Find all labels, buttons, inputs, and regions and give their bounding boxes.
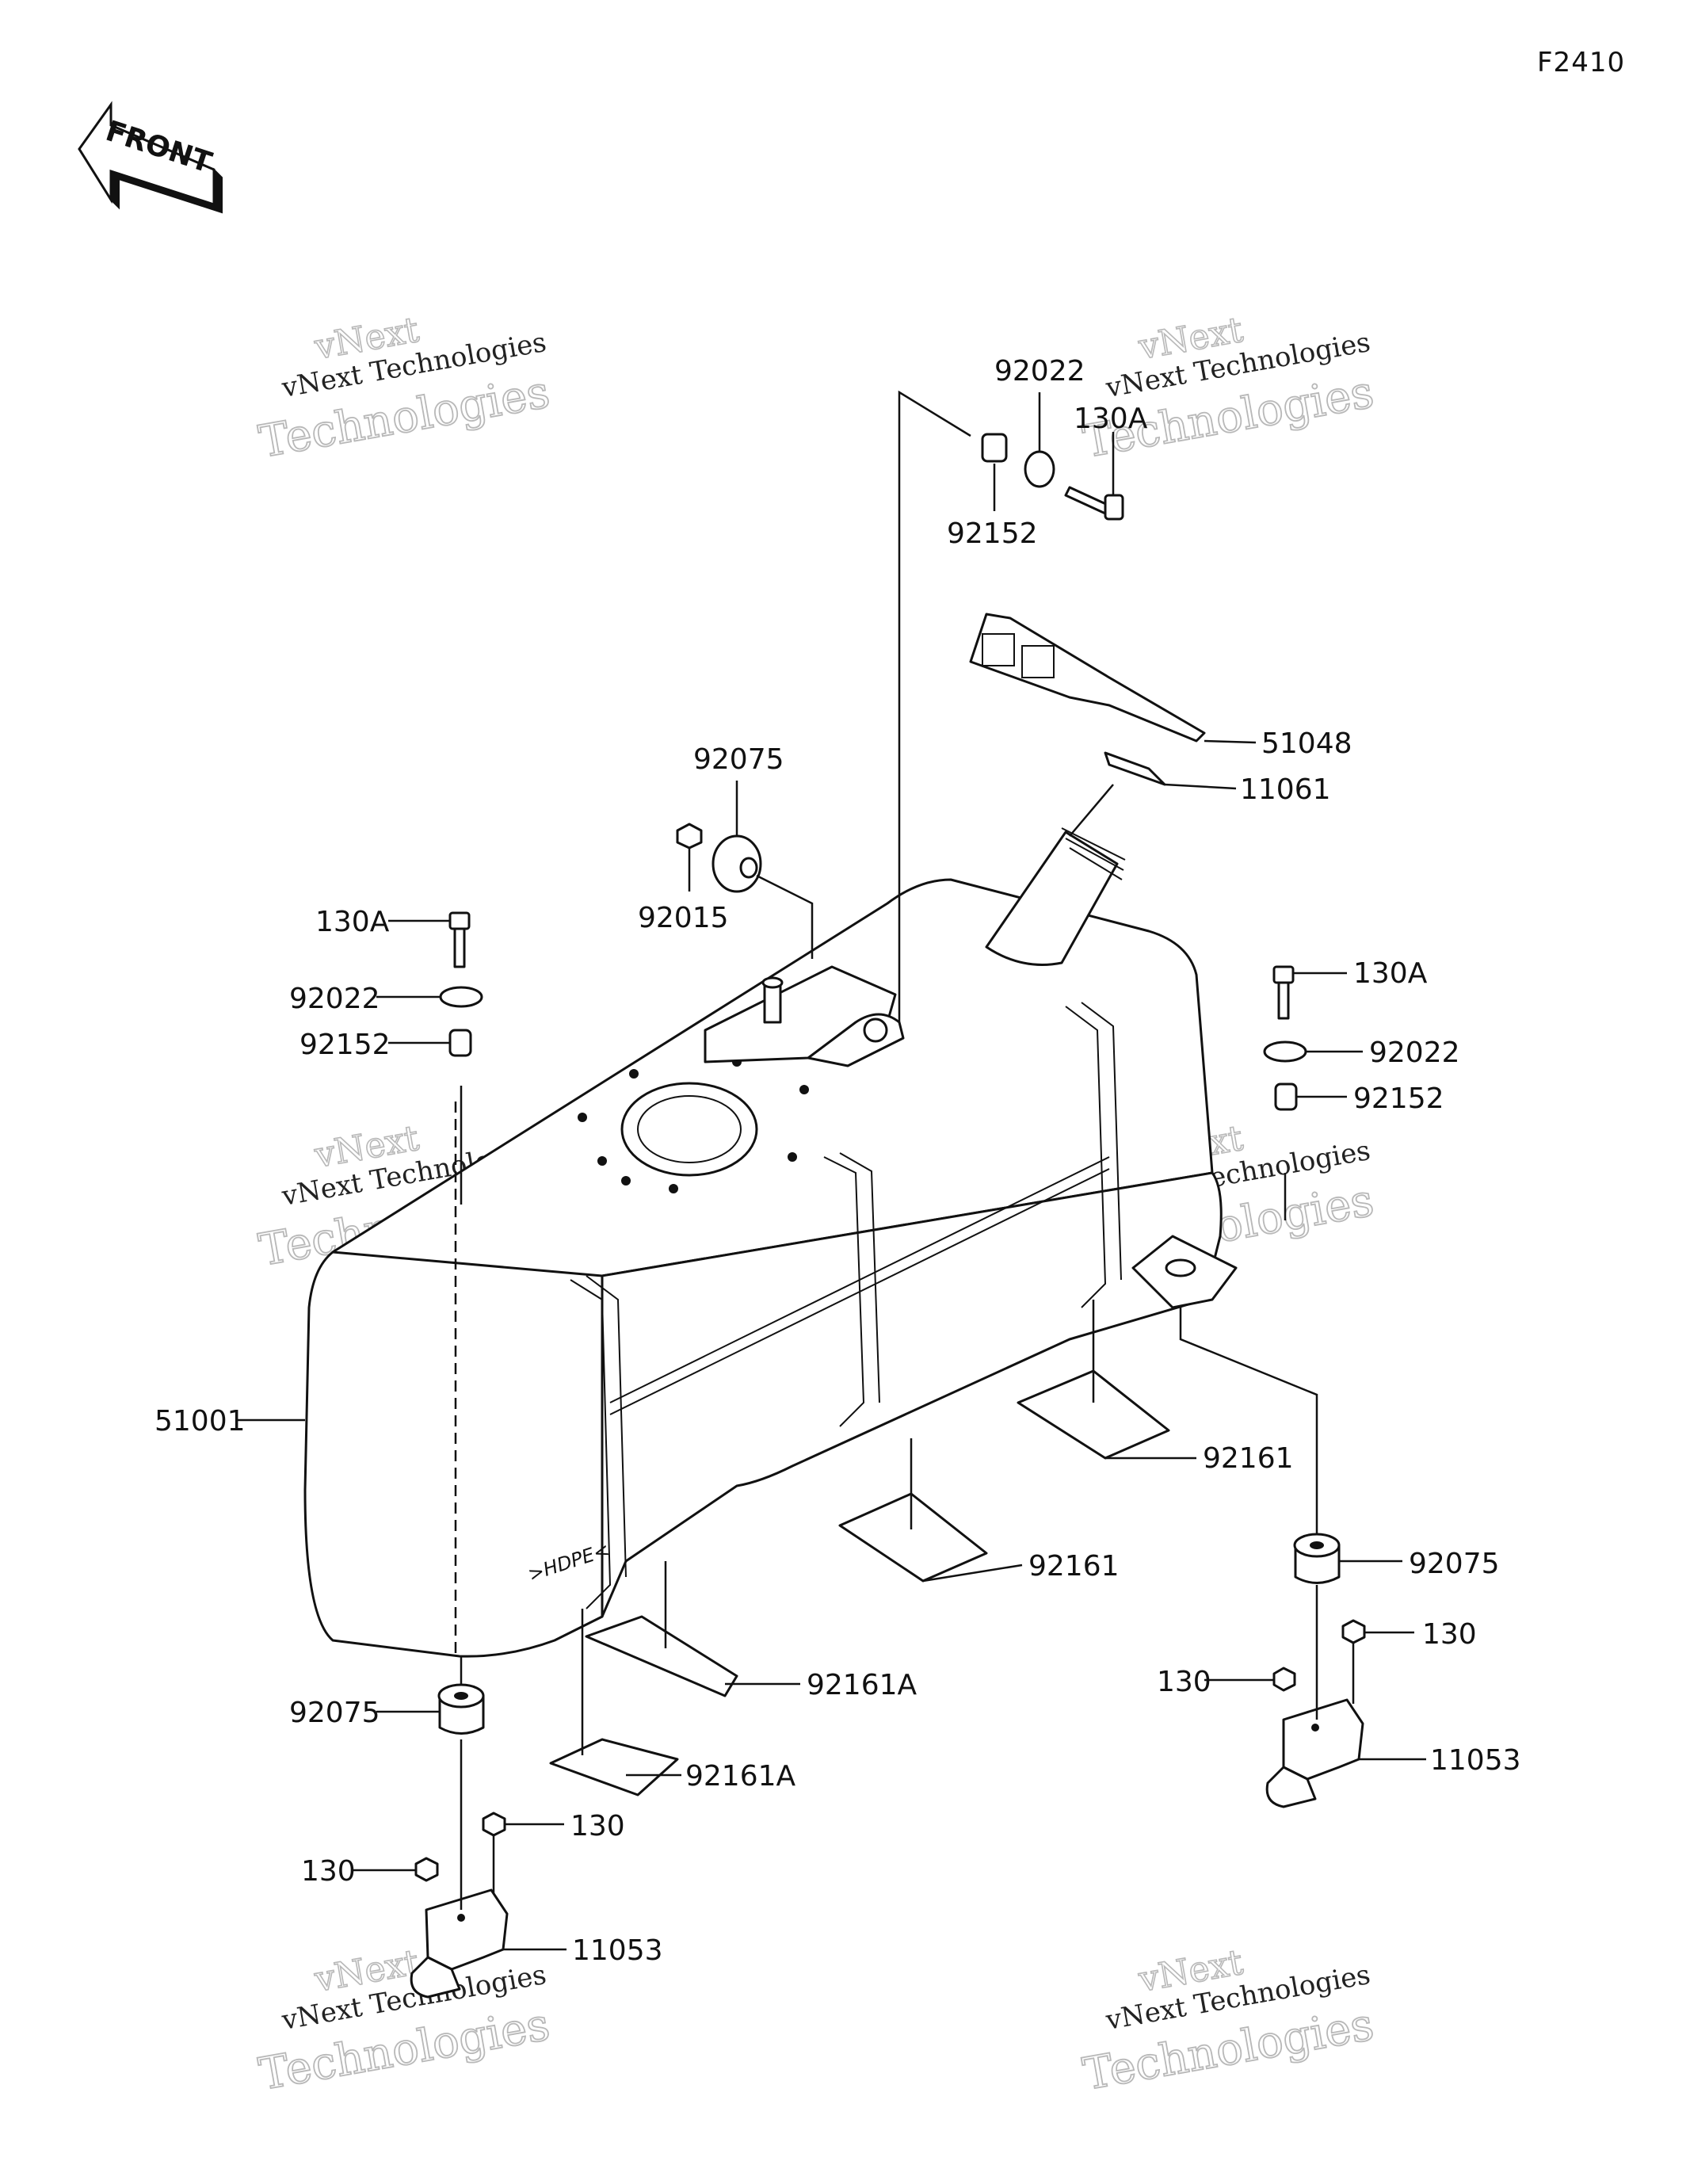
part-label: 92022 [994,355,1085,388]
bolt-130-left-upper [482,1812,506,1837]
part-label: 92161A [807,1669,917,1701]
part-label: 130A [1353,957,1428,990]
diagram-code: F2410 [1537,47,1625,78]
pad-92161-right [1017,1369,1170,1460]
bolt-130-left-lower [414,1857,439,1882]
nut-92015 [676,823,703,850]
part-label: 130 [570,1810,625,1842]
watermark-bottom-right: vNext vNext Technologies Technologies [1078,1942,1378,2102]
spacer-92152-left [448,1029,472,1057]
bolt-130a-top [1064,486,1124,521]
part-label: 92152 [947,517,1038,550]
part-label: 130A [315,906,390,938]
part-label: 92161 [1203,1442,1294,1475]
part-label: 92075 [693,743,784,776]
pad-92161a-lower [549,1738,679,1796]
part-label: 92022 [1369,1037,1460,1069]
spacer-92152-right [1274,1082,1298,1111]
bolt-130a-right [1272,965,1295,1020]
bolt-130-right-upper [1341,1619,1366,1644]
part-label: 11053 [572,1934,663,1967]
part-label: 92152 [299,1029,391,1061]
damper-92075-left [437,1683,485,1735]
pad-92161-center [838,1492,988,1583]
damper-92075-right [1293,1533,1341,1584]
washer-92022-right [1263,1040,1307,1063]
washer-92022-left [439,986,483,1008]
part-label: 92015 [638,902,729,934]
damper-92075-top [711,834,762,893]
leader-lines [238,390,1426,1951]
part-label: 130 [301,1855,356,1888]
bolt-130a-left [448,911,471,968]
part-label: 130A [1074,403,1148,435]
part-label: 11053 [1430,1744,1521,1777]
part-label: 92152 [1353,1082,1444,1115]
front-arrow-icon: FRONT [78,101,223,214]
watermark-top-left: vNext vNext Technologies Technologies [254,309,554,469]
fuel-tank: >HDPE< [303,827,1238,1658]
part-label: 130 [1422,1618,1477,1651]
spacer-92152-top [981,433,1008,463]
watermark-bottom-left: vNext vNext Technologies Technologies [254,1942,554,2102]
part-label: 92161 [1028,1550,1120,1583]
bolt-130-right-lower [1272,1667,1296,1692]
washer-92022-top [1024,450,1055,488]
bracket-11053-right [1265,1698,1364,1808]
part-label: 51048 [1261,727,1352,760]
part-label: 11061 [1240,773,1331,806]
part-label: 130 [1157,1666,1211,1698]
part-label: 51001 [155,1405,246,1438]
part-label: 92161A [685,1760,796,1793]
part-label: 92022 [289,983,380,1015]
part-label: 92075 [289,1697,380,1729]
cover-51048 [969,613,1206,743]
pad-92161a-upper [585,1615,738,1697]
gasket-11061 [1104,751,1166,786]
part-label: 92075 [1409,1548,1500,1580]
